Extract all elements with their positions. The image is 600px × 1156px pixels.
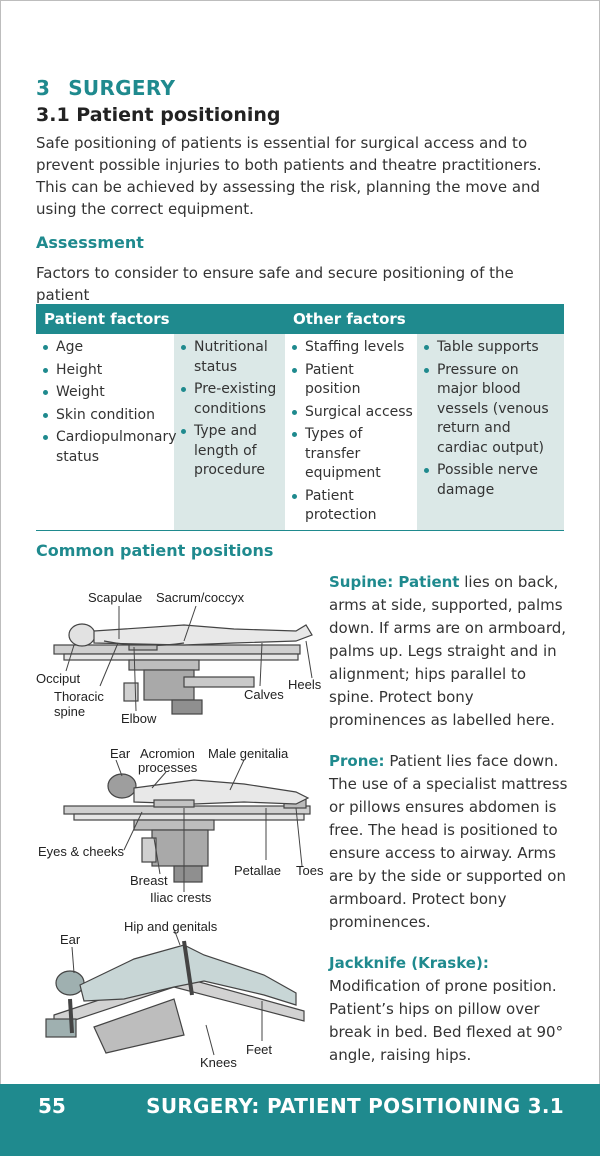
page-number: 55 [38, 1094, 66, 1118]
list-item: Age [42, 338, 170, 358]
chapter-title: SURGERY [68, 76, 176, 100]
supine-label-heels: Heels [288, 677, 322, 692]
footer-bar [0, 1084, 600, 1156]
supine-label-occiput: Occiput [36, 671, 80, 686]
list-item: Type and length of procedure [180, 422, 281, 481]
position-title: Jackknife (Kraske): [329, 954, 489, 972]
position-supine: Supine: Patient lies on back, arms at si… [329, 571, 569, 732]
prone-label-breast: Breast [130, 873, 168, 888]
prone-illustration: Ear Acromion processes Male genitalia Ey… [38, 746, 324, 905]
header-patient-factors: Patient factors [44, 310, 170, 328]
list-item: Nutritional status [180, 338, 281, 377]
supine-label-scapulae: Scapulae [88, 590, 142, 605]
list-item: Weight [42, 383, 170, 403]
list-item: Staffing levels [291, 338, 413, 358]
jackknife-illustration: Ear Hip and genitals Feet Knees [45, 919, 305, 1070]
factors-column-4: Table supports Pressure on major blood v… [417, 334, 564, 530]
list-item: Surgical access [291, 403, 413, 423]
position-prone: Prone: Patient lies face down. The use o… [329, 750, 569, 934]
prone-label-iliac-crests: Iliac crests [150, 890, 212, 905]
list-item: Cardiopulmonary status [42, 428, 177, 467]
jackknife-label-ear: Ear [60, 932, 81, 947]
position-title: Supine: Patient [329, 573, 460, 591]
position-title: Prone: [329, 752, 385, 770]
prone-label-processes: processes [138, 760, 198, 775]
factors-column-1: Age Height Weight Skin condition Cardiop… [36, 334, 177, 530]
supine-label-calves: Calves [244, 687, 284, 702]
jackknife-label-hip-genitals: Hip and genitals [124, 919, 218, 934]
prone-label-toes: Toes [296, 863, 324, 878]
list-item: Patient protection [291, 487, 413, 526]
section-title: 3.1 Patient positioning [36, 104, 281, 126]
jackknife-label-feet: Feet [246, 1042, 272, 1057]
prone-label-male-genitalia: Male genitalia [208, 746, 289, 761]
supine-label-thoracic: Thoracic [54, 689, 104, 704]
position-text: lies on back, arms at side, supported, p… [329, 573, 567, 729]
prone-label-petallae: Petallae [234, 863, 281, 878]
prone-label-ear: Ear [110, 746, 131, 761]
prone-label-acromion: Acromion [140, 746, 195, 761]
factors-table: Patient factors Other factors Age Height… [36, 304, 564, 531]
chapter-number: 3 [36, 76, 51, 100]
supine-label-spine: spine [54, 704, 85, 719]
common-positions-heading: Common patient positions [36, 541, 274, 560]
factors-column-2: Nutritional status Pre-existing conditio… [174, 334, 285, 530]
assessment-heading: Assessment [36, 233, 144, 252]
list-item: Height [42, 361, 170, 381]
position-text: Modification of prone position. Patient’… [329, 977, 564, 1064]
prone-label-eyes-cheeks: Eyes & cheeks [38, 844, 124, 859]
list-item: Skin condition [42, 406, 170, 426]
factors-table-header: Patient factors Other factors [36, 304, 564, 334]
list-item: Types of transfer equipment [291, 425, 413, 484]
position-jackknife: Jackknife (Kraske): Modification of prone… [329, 952, 569, 1067]
jackknife-label-knees: Knees [200, 1055, 237, 1070]
list-item: Patient position [291, 361, 413, 400]
list-item: Possible nerve damage [423, 461, 560, 500]
header-other-factors: Other factors [293, 310, 406, 328]
intro-paragraph: Safe positioning of patients is essentia… [36, 134, 542, 218]
chapter-heading: 3 SURGERY [36, 76, 175, 100]
list-item: Table supports [423, 338, 560, 358]
list-item: Pressure on major blood vessels (venous … [423, 361, 560, 459]
factors-table-body: Age Height Weight Skin condition Cardiop… [36, 334, 564, 531]
assessment-text: Factors to consider to ensure safe and s… [36, 264, 514, 304]
running-head: SURGERY: PATIENT POSITIONING 3.1 [146, 1094, 564, 1118]
position-text: Patient lies face down. The use of a spe… [329, 752, 568, 931]
supine-illustration: Scapulae Sacrum/coccyx Occiput Thoracic … [36, 590, 322, 726]
supine-label-sacrum: Sacrum/coccyx [156, 590, 245, 605]
factors-column-3: Staffing levels Patient position Surgica… [285, 334, 417, 530]
list-item: Pre-existing conditions [180, 380, 281, 419]
supine-label-elbow: Elbow [121, 711, 157, 726]
